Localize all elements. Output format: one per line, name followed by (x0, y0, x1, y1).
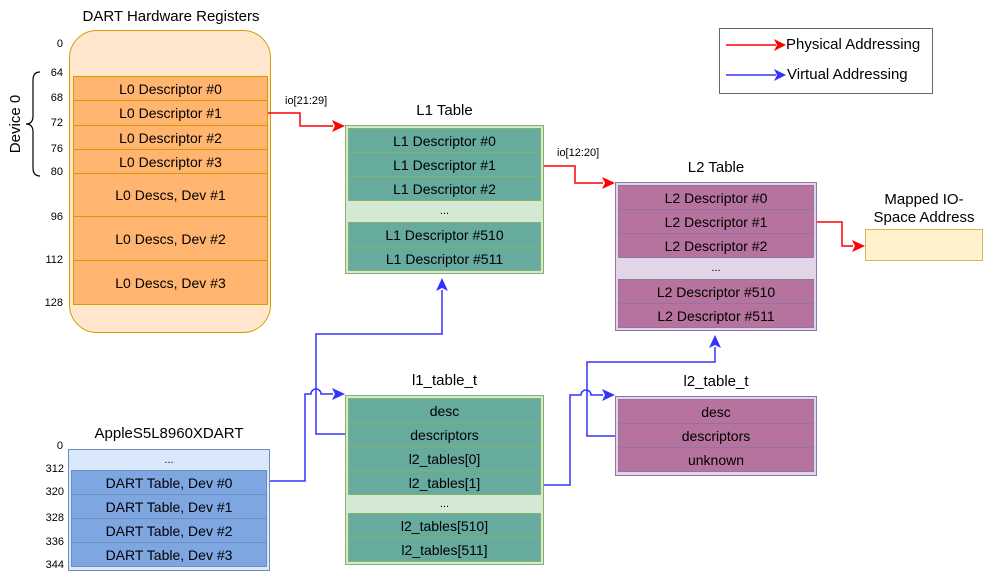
l1-table-title: L1 Table (416, 102, 473, 119)
dart-tick: 0 (56, 440, 63, 452)
l1-table-t: desc descriptors l2_tables[0] l2_tables[… (345, 395, 544, 565)
dart-struct-table: ... DART Table, Dev #0 DART Table, Dev #… (68, 449, 270, 571)
legend-physical-label: Physical Addressing (786, 36, 921, 53)
edge-l1-to-l2 (544, 165, 603, 184)
l2-ellipsis-row: ... (616, 258, 816, 278)
l2-table-t: desc descriptors unknown (615, 396, 817, 476)
dart-row: DART Table, Dev #3 (71, 542, 267, 567)
hw-tick: 68 (50, 92, 63, 104)
hw-registers-title: DART Hardware Registers (82, 8, 260, 25)
hw-tick: 128 (44, 297, 63, 309)
hw-tick: 96 (50, 211, 63, 223)
hw-row: L0 Descriptor #3 (73, 149, 268, 174)
legend-virtual-label: Virtual Addressing (787, 66, 908, 83)
l1-row: L1 Descriptor #2 (348, 176, 541, 201)
hw-tick: 0 (56, 38, 63, 50)
dart-tick: 312 (45, 463, 64, 475)
mapped-title: Mapped IO- Space Address (862, 191, 986, 227)
l1t-row: l2_tables[0] (348, 446, 541, 471)
mapped-title-line2: Space Address (873, 209, 975, 226)
legend-virtual-arrowhead (774, 69, 786, 81)
hw-tick: 76 (50, 143, 63, 155)
l1-ellipsis-row: ... (346, 201, 543, 221)
arrowhead-l1-up (436, 278, 448, 291)
hw-tick: 72 (50, 117, 63, 129)
l2-row: L2 Descriptor #2 (618, 233, 814, 258)
arrowhead-l2 (602, 177, 615, 189)
hw-row: L0 Descs, Dev #1 (73, 173, 268, 217)
dart-ellipsis-row: ... (164, 454, 174, 466)
arrowhead-l1t (332, 388, 345, 400)
l2-row: L2 Descriptor #0 (618, 185, 814, 210)
legend-arrows (726, 39, 786, 81)
arrowhead-l1 (332, 120, 345, 132)
l1-row: L1 Descriptor #1 (348, 152, 541, 177)
hw-row: L0 Descs, Dev #3 (73, 260, 268, 305)
l2-table-t-title: l2_table_t (683, 373, 749, 390)
edge-l2-to-mapped (817, 221, 853, 247)
l1-row: L1 Descriptor #511 (348, 246, 541, 271)
arrowhead-l2t (602, 389, 615, 401)
dart-tick: 328 (45, 512, 64, 524)
edge-dart-to-l1t (270, 388, 333, 482)
edge-label-l1-l2: io[12:20] (557, 147, 600, 159)
l2-table-title: L2 Table (687, 159, 745, 176)
l1t-row: l2_tables[511] (348, 537, 541, 562)
l1-table-t-title: l1_table_t (411, 372, 478, 389)
hw-tick: 64 (50, 67, 63, 79)
edge-l0-to-l1 (268, 112, 333, 127)
l1-table: L1 Descriptor #0 L1 Descriptor #1 L1 Des… (345, 125, 544, 274)
dart-tick: 336 (45, 536, 64, 548)
hw-tick: 80 (50, 166, 63, 178)
dart-tick: 344 (45, 559, 64, 571)
l1t-row: l2_tables[510] (348, 513, 541, 538)
l2-row: L2 Descriptor #511 (618, 303, 814, 328)
edge-label-l0-l1: io[21:29] (285, 95, 328, 107)
hw-registers-rows: L0 Descriptor #0 L0 Descriptor #1 L0 Des… (73, 76, 268, 305)
l2-row: L2 Descriptor #1 (618, 209, 814, 234)
legend-physical-arrowhead (774, 39, 786, 51)
mapped-address-box (865, 229, 983, 261)
mapped-title-line1: Mapped IO- (884, 191, 964, 208)
edge-l1t-descriptors-to-l1 (315, 290, 443, 435)
hw-row: L0 Descriptor #1 (73, 100, 268, 126)
l1t-row: descriptors (348, 422, 541, 447)
l1t-ellipsis-row: ... (346, 495, 543, 512)
l2-table: L2 Descriptor #0 L2 Descriptor #1 L2 Des… (615, 182, 817, 331)
edge-l2t-descriptors-to-l2 (586, 347, 716, 437)
l1t-row: l2_tables[1] (348, 470, 541, 495)
l2t-row: descriptors (618, 423, 814, 448)
dart-tick: 320 (45, 486, 64, 498)
dart-struct-title: AppleS5L8960XDART (94, 425, 244, 442)
legend: Physical Addressing Virtual Addressing (719, 28, 933, 94)
device-brace-icon (25, 71, 41, 177)
edge-l1t-to-l2t (544, 389, 603, 486)
hw-tick: 112 (45, 254, 63, 266)
arrowhead-l2-up (709, 335, 721, 348)
arrowhead-mapped (852, 240, 865, 252)
hw-row: L0 Descs, Dev #2 (73, 216, 268, 261)
l2t-row: unknown (618, 447, 814, 472)
